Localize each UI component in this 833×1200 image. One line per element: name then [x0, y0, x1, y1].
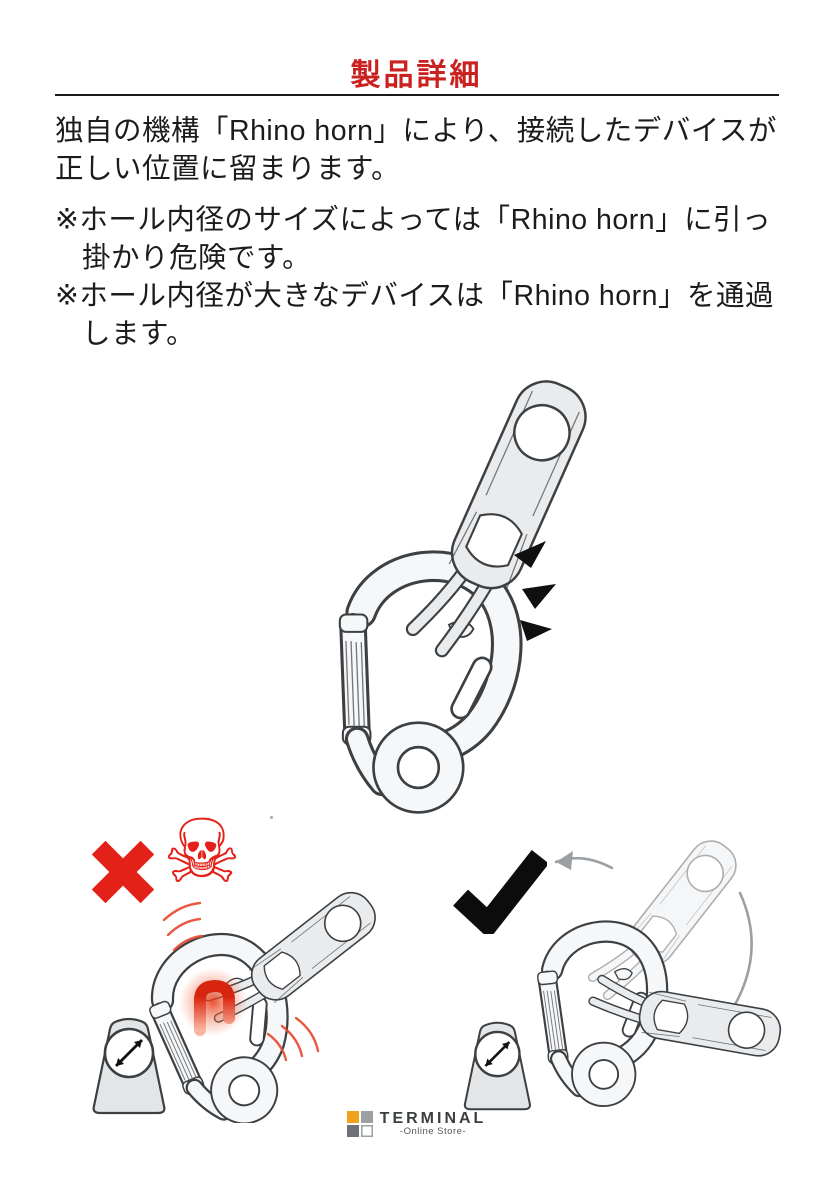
title-divider	[55, 94, 779, 96]
stray-dot	[270, 816, 273, 819]
snagged-horn-highlight	[194, 979, 235, 1036]
check-mark-icon	[453, 850, 547, 934]
x-mark-icon	[91, 840, 155, 904]
description-line: ※ホール内径のサイズによっては「Rhino horn」に引っ	[55, 204, 772, 236]
main-illustration	[268, 362, 590, 824]
store-logo: TERMINAL -Online Store-	[0, 1110, 833, 1137]
description-line: 掛かり危険です。	[82, 242, 312, 274]
vibration-arcs	[162, 901, 320, 1062]
description-line: ※ホール内径が大きなデバイスは「Rhino horn」を通過	[55, 280, 774, 312]
skull-and-crossbones-icon: ☠	[162, 800, 242, 903]
rotation-arrow-icon	[554, 851, 753, 1035]
danger-glow	[179, 968, 247, 1036]
description-line: 独自の機構「Rhino horn」により、接続したデバイスが	[55, 115, 777, 147]
ghost-pulley	[589, 838, 744, 1011]
logo-brand-text: TERMINAL	[379, 1110, 487, 1127]
product-description: 独自の機構「Rhino horn」により、接続したデバイスが 正しい位置に留まり…	[55, 112, 795, 353]
page-title: 製品詳細	[350, 59, 483, 92]
click-emphasis-marks	[514, 541, 556, 641]
description-line: します。	[82, 318, 196, 350]
logo-mark-icon	[346, 1110, 373, 1137]
description-line: 正しい位置に留まります。	[55, 153, 401, 185]
wrong-usage-illustration	[92, 888, 402, 1123]
logo-tagline-text: -Online Store-	[399, 1126, 467, 1137]
